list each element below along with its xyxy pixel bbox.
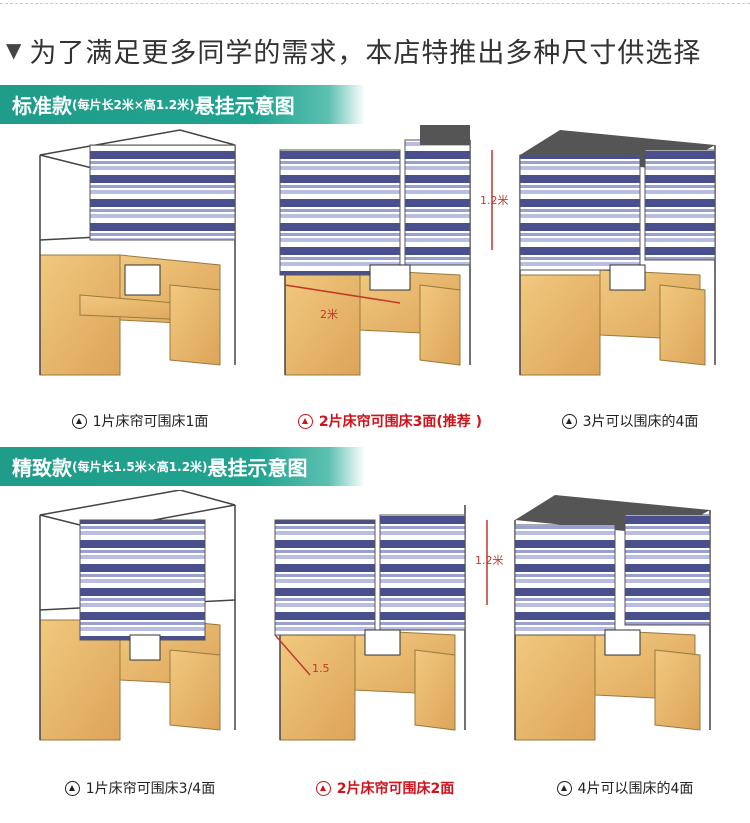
banner-title-main: 精致款 — [12, 456, 72, 480]
panel-deluxe-2 — [265, 490, 505, 755]
dim-height-label: 1.2米 — [480, 194, 509, 207]
caption-text: 2片床帘可围床3面(推荐 ) — [318, 414, 483, 430]
panel-standard-3 — [510, 125, 750, 390]
arrow-up-circle-icon — [315, 780, 331, 796]
dim-width-label: 2米 — [320, 308, 338, 321]
dim-width-label: 1.5 — [312, 662, 330, 675]
banner-title-sub: (每片长2米×高1.2米) — [72, 98, 195, 112]
bed-illustration — [514, 495, 711, 741]
panel-standard-2 — [270, 125, 510, 390]
caption-text: 1片床帘可围床3/4面 — [85, 781, 216, 797]
triangle-down-icon: ▼ — [6, 38, 22, 62]
caption-text: 2片床帘可围床2面 — [336, 781, 455, 797]
caption-deluxe-2: 2片床帘可围床2面 — [265, 778, 505, 798]
bed-illustration — [519, 130, 716, 376]
panel-standard-1 — [20, 125, 260, 390]
bed-illustration — [39, 129, 236, 376]
panel-deluxe-1 — [20, 490, 260, 755]
caption-standard-3: 3片可以围床的4面 — [510, 411, 750, 431]
caption-text: 4片可以围床的4面 — [577, 781, 694, 797]
arrow-up-circle-icon — [561, 413, 577, 429]
bed-illustration — [39, 490, 236, 741]
arrow-up-circle-icon — [71, 413, 87, 429]
banner-title-main: 标准款 — [12, 94, 72, 118]
section-banner-standard: 标准款 (每片长2米×高1.2米) 悬挂示意图 — [0, 85, 365, 124]
banner-title-tail: 悬挂示意图 — [207, 456, 308, 480]
caption-deluxe-1: 1片床帘可围床3/4面 — [20, 778, 260, 798]
arrow-up-circle-icon — [556, 780, 572, 796]
caption-standard-2: 2片床帘可围床3面(推荐 ) — [270, 411, 510, 431]
caption-text: 1片床帘可围床1面 — [92, 414, 209, 430]
headline: ▼ 为了满足更多同学的需求，本店特推出多种尺寸供选择 — [6, 30, 701, 70]
top-dashed-divider — [0, 3, 750, 4]
caption-text: 3片可以围床的4面 — [582, 414, 699, 430]
caption-standard-1: 1片床帘可围床1面 — [20, 411, 260, 431]
bed-illustration — [279, 125, 493, 376]
banner-title-tail: 悬挂示意图 — [194, 94, 295, 118]
caption-deluxe-3: 4片可以围床的4面 — [505, 778, 745, 798]
arrow-up-circle-icon — [297, 413, 313, 429]
section-banner-deluxe: 精致款 (每片长1.5米×高1.2米) 悬挂示意图 — [0, 447, 365, 486]
banner-title-sub: (每片长1.5米×高1.2米) — [72, 460, 208, 474]
dim-height-label: 1.2米 — [475, 554, 504, 567]
panel-deluxe-3 — [505, 490, 745, 755]
arrow-up-circle-icon — [64, 780, 80, 796]
headline-text: 为了满足更多同学的需求，本店特推出多种尺寸供选择 — [29, 37, 702, 69]
bed-illustration — [274, 505, 488, 741]
